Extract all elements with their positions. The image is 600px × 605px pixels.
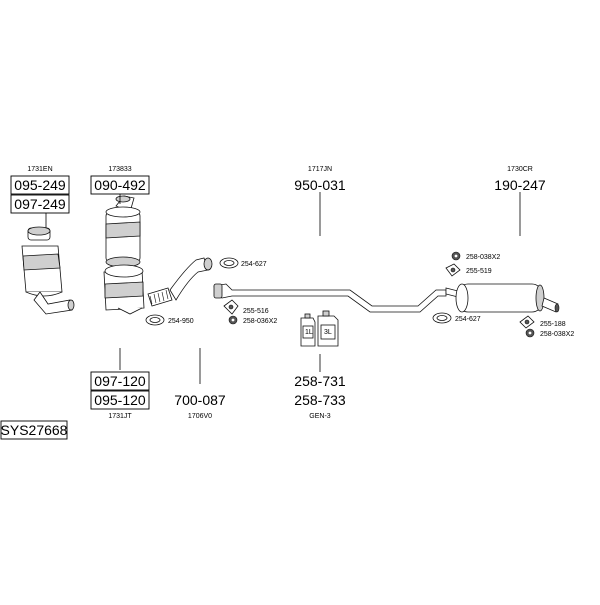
system-id: SYS27668 — [1, 422, 68, 438]
rear-rubber-low-icon[interactable] — [525, 328, 535, 338]
rear-hanger-code: 255-519 — [466, 268, 492, 275]
front-clamp-code: 254-627 — [241, 261, 267, 268]
rear-rubber-low-code: 258-038X2 — [540, 331, 574, 338]
cat-bottom-ref: 1731JT — [108, 413, 132, 420]
cat-bottom-code-2[interactable]: 095-120 — [94, 392, 146, 408]
silencer-ref: 1730CR — [507, 166, 533, 173]
cat-bottom-code-box-2 — [90, 390, 150, 410]
cat2-code-box — [90, 175, 150, 195]
cat1-code-2[interactable]: 097-249 — [14, 196, 66, 212]
mid-rubber-code: 258-036X2 — [243, 318, 277, 325]
cat1-ref: 1731EN — [27, 166, 52, 173]
cat1-code-1[interactable]: 095-249 — [14, 177, 66, 193]
additive-can-small-icon[interactable]: 1L — [300, 313, 316, 347]
cat2-ref: 173833 — [108, 166, 131, 173]
cat-bottom-code-1[interactable]: 097-120 — [94, 373, 146, 389]
silencer-code[interactable]: 190-247 — [494, 177, 546, 193]
additive-can-large-icon[interactable]: 3L — [317, 310, 339, 347]
cat-clamp-code: 254-950 — [168, 318, 194, 325]
cat1-code-box-2 — [10, 194, 70, 214]
mid-pipe-ref: 1717JN — [308, 166, 332, 173]
middle-pipe-drawing[interactable] — [213, 283, 447, 313]
flex-code[interactable]: 700-087 — [174, 392, 226, 408]
additive-code-1[interactable]: 258-731 — [294, 373, 346, 389]
additive-ref: GEN-3 — [309, 413, 331, 420]
flex-pipe-drawing[interactable] — [147, 257, 213, 307]
mid-pipe-code[interactable]: 950-031 — [294, 177, 346, 193]
catalyst-1731en-drawing[interactable] — [21, 226, 75, 315]
additive-code-2[interactable]: 258-733 — [294, 392, 346, 408]
cat-bottom-code-box-1 — [90, 371, 150, 391]
rear-hanger-low-icon[interactable] — [519, 315, 535, 329]
catalyst-173833-drawing[interactable] — [103, 195, 145, 315]
rear-hanger-icon[interactable] — [445, 263, 461, 277]
rear-rubber-top-code: 258-038X2 — [466, 254, 500, 261]
rear-clamp-icon[interactable] — [432, 312, 452, 324]
system-id-box — [0, 420, 68, 440]
rear-clamp-code: 254-627 — [455, 316, 481, 323]
front-clamp-icon[interactable] — [219, 257, 239, 269]
rear-hanger-low-code: 255-188 — [540, 321, 566, 328]
cat1-code-box-1 — [10, 175, 70, 195]
rear-rubber-top-icon[interactable] — [451, 251, 461, 261]
rear-silencer-drawing[interactable] — [445, 283, 560, 313]
cat-clamp-icon[interactable] — [145, 314, 165, 326]
mid-rubber-icon[interactable] — [228, 315, 238, 325]
additive-can-large-label: 3L — [324, 329, 332, 336]
mid-hanger-code: 255-516 — [243, 308, 269, 315]
additive-can-small-label: 1L — [305, 329, 313, 336]
flex-ref: 1706V0 — [188, 413, 212, 420]
mid-hanger-icon[interactable] — [223, 299, 239, 315]
cat2-code[interactable]: 090-492 — [94, 177, 146, 193]
